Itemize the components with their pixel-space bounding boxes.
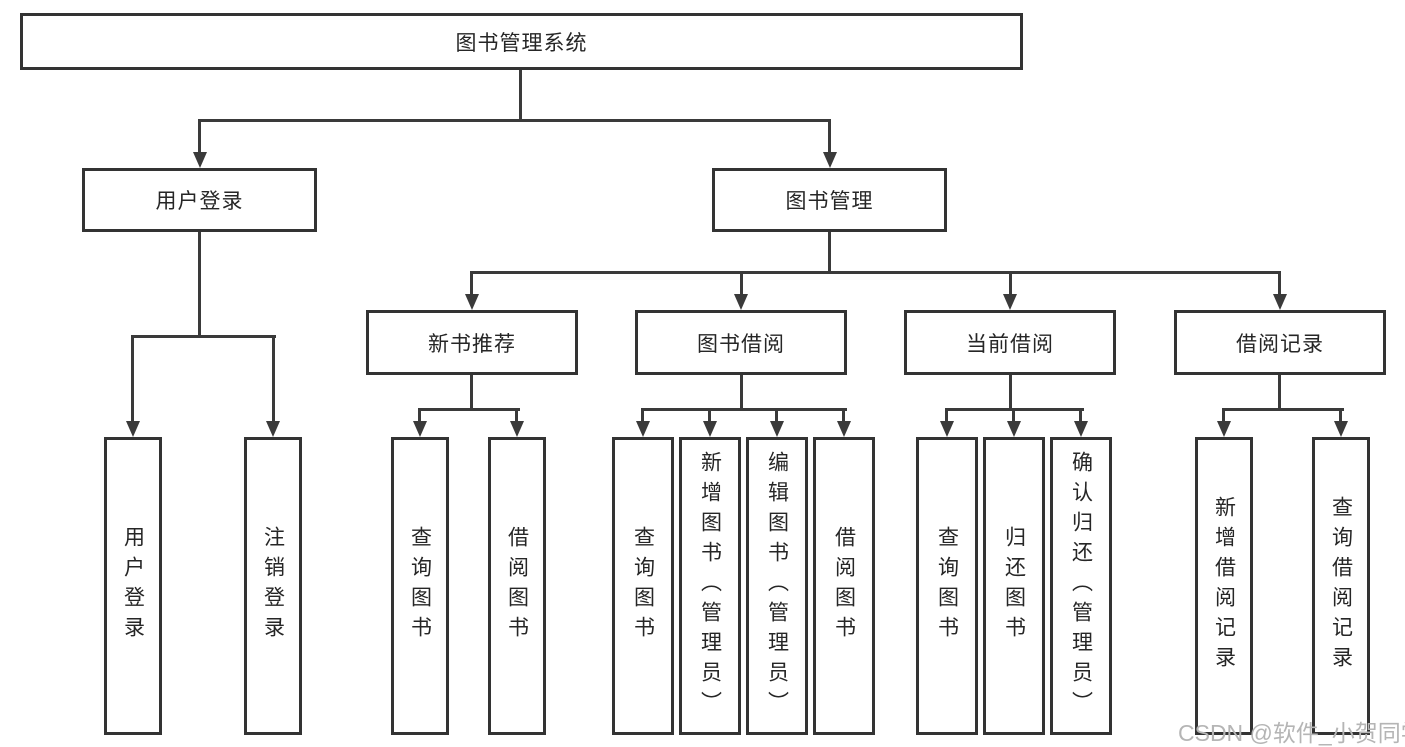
arrow-down-icon (193, 152, 207, 168)
leaf-user-login-label: 用户登录 (121, 526, 145, 646)
arrow-down-icon (770, 421, 784, 437)
connector-line (131, 335, 134, 423)
arrow-down-icon (413, 421, 427, 437)
arrow-down-icon (636, 421, 650, 437)
connector-line (740, 271, 743, 296)
leaf-current-return-books-label: 归还图书 (1002, 526, 1026, 646)
leaf-recommend-borrow-books-label: 借阅图书 (505, 526, 529, 646)
connector-line (131, 335, 276, 338)
leaf-borrowing-add-books-label: 新增图书（管理员） (698, 451, 722, 721)
leaf-records-add-record: 新增借阅记录 (1195, 437, 1253, 735)
arrow-down-icon (266, 421, 280, 437)
connector-line (775, 408, 778, 423)
arrow-down-icon (837, 421, 851, 437)
connector-line (418, 408, 520, 411)
leaf-user-login: 用户登录 (104, 437, 162, 735)
leaf-records-add-record-label: 新增借阅记录 (1212, 496, 1236, 676)
node-book-borrowing-label: 图书借阅 (697, 332, 785, 356)
leaf-borrowing-borrow-books-label: 借阅图书 (832, 526, 856, 646)
connector-line (1339, 408, 1342, 423)
connector-line (740, 375, 743, 408)
connector-line (272, 335, 275, 423)
leaf-current-query-books-label: 查询图书 (935, 526, 959, 646)
arrow-down-icon (940, 421, 954, 437)
leaf-borrowing-edit-books: 编辑图书（管理员） (746, 437, 808, 735)
connector-line (1012, 408, 1015, 423)
leaf-recommend-query-books: 查询图书 (391, 437, 449, 735)
connector-line (945, 408, 948, 423)
connector-line (641, 408, 644, 423)
connector-line (1278, 375, 1281, 408)
node-borrow-records-label: 借阅记录 (1236, 332, 1324, 356)
arrow-down-icon (1003, 294, 1017, 310)
leaf-borrowing-query-books-label: 查询图书 (631, 526, 655, 646)
connector-line (470, 271, 1281, 274)
leaf-current-confirm-return-label: 确认归还（管理员） (1069, 451, 1093, 721)
node-book-borrowing: 图书借阅 (635, 310, 847, 375)
watermark-text: CSDN @软件_小贺同学 (1178, 720, 1405, 746)
arrow-down-icon (1217, 421, 1231, 437)
connector-line (1009, 375, 1012, 408)
arrow-down-icon (1273, 294, 1287, 310)
arrow-down-icon (510, 421, 524, 437)
connector-line (708, 408, 711, 423)
leaf-recommend-query-books-label: 查询图书 (408, 526, 432, 646)
leaf-borrowing-query-books: 查询图书 (612, 437, 674, 735)
connector-line (198, 119, 201, 154)
connector-line (828, 119, 831, 154)
connector-line (470, 375, 473, 408)
connector-line (1222, 408, 1225, 423)
leaf-borrowing-edit-books-label: 编辑图书（管理员） (765, 451, 789, 721)
connector-line (418, 408, 421, 423)
arrow-down-icon (126, 421, 140, 437)
leaf-current-query-books: 查询图书 (916, 437, 978, 735)
arrow-down-icon (703, 421, 717, 437)
leaf-records-query-record: 查询借阅记录 (1312, 437, 1370, 735)
leaf-borrowing-borrow-books: 借阅图书 (813, 437, 875, 735)
node-book-management: 图书管理 (712, 168, 947, 232)
connector-line (1009, 271, 1012, 296)
leaf-logout: 注销登录 (244, 437, 302, 735)
node-root: 图书管理系统 (20, 13, 1023, 70)
arrow-down-icon (1007, 421, 1021, 437)
connector-line (519, 70, 522, 119)
arrow-down-icon (1334, 421, 1348, 437)
node-borrow-records: 借阅记录 (1174, 310, 1386, 375)
leaf-current-confirm-return: 确认归还（管理员） (1050, 437, 1112, 735)
node-new-book-recommend-label: 新书推荐 (428, 332, 516, 356)
arrow-down-icon (823, 152, 837, 168)
leaf-borrowing-add-books: 新增图书（管理员） (679, 437, 741, 735)
leaf-current-return-books: 归还图书 (983, 437, 1045, 735)
connector-line (470, 271, 473, 296)
connector-line (1278, 271, 1281, 296)
arrow-down-icon (1074, 421, 1088, 437)
connector-line (828, 232, 831, 271)
connector-line (641, 408, 847, 411)
node-user-login: 用户登录 (82, 168, 317, 232)
connector-line (198, 232, 201, 335)
node-new-book-recommend: 新书推荐 (366, 310, 578, 375)
connector-line (198, 119, 831, 122)
node-book-management-label: 图书管理 (785, 190, 874, 213)
node-current-borrowing-label: 当前借阅 (966, 332, 1054, 356)
connector-line (515, 408, 518, 423)
node-current-borrowing: 当前借阅 (904, 310, 1116, 375)
arrow-down-icon (734, 294, 748, 310)
arrow-down-icon (465, 294, 479, 310)
node-root-label: 图书管理系统 (455, 31, 588, 55)
connector-line (1079, 408, 1082, 423)
node-user-login-label: 用户登录 (155, 190, 244, 213)
leaf-records-query-record-label: 查询借阅记录 (1329, 496, 1353, 676)
leaf-recommend-borrow-books: 借阅图书 (488, 437, 546, 735)
leaf-logout-label: 注销登录 (261, 526, 285, 646)
connector-line (842, 408, 845, 423)
connector-line (1222, 408, 1344, 411)
